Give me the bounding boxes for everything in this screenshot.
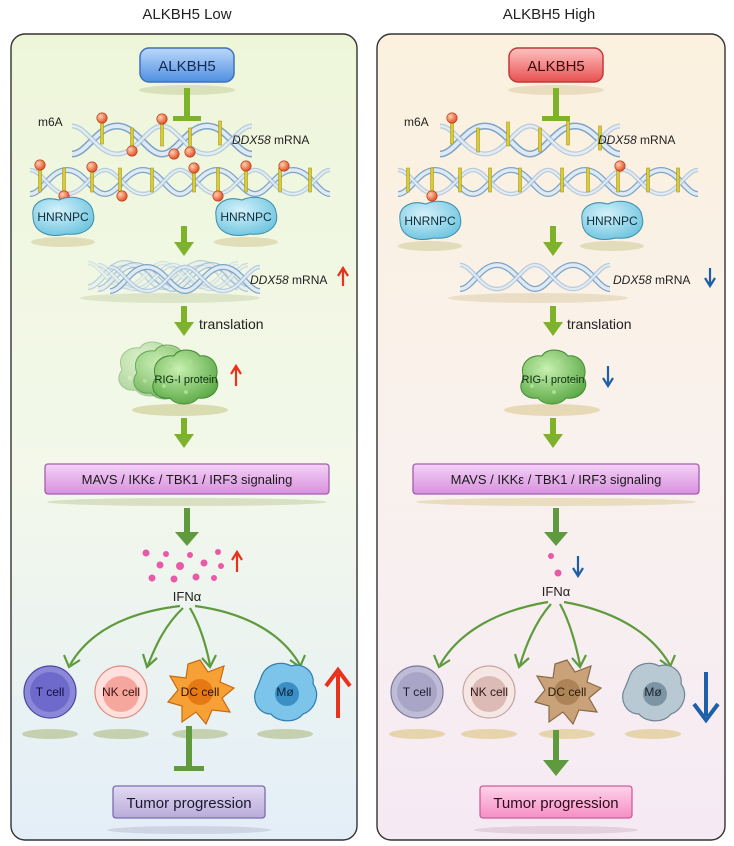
hnrnpc-protein-right-low: HNRNPC — [213, 196, 279, 248]
panel-title-high: ALKBH5 High — [502, 6, 596, 23]
t-cell-high: T cell — [389, 665, 445, 739]
mrna-stabilized-low — [80, 263, 260, 303]
svg-text:NK cell: NK cell — [470, 685, 508, 699]
m6a-label-low: m6A — [38, 115, 63, 129]
svg-text:T cell: T cell — [403, 685, 431, 699]
t-cell-low: T cell — [22, 665, 78, 739]
svg-text:HNRNPC: HNRNPC — [586, 214, 638, 228]
inhibition-icon — [174, 726, 204, 771]
outcome-box-low — [112, 785, 266, 819]
ifn-label-low: IFNα — [173, 589, 202, 604]
down-arrow-icon — [602, 366, 614, 389]
rig-i-protein-high: RIG-I protein — [504, 349, 600, 416]
svg-text:RIG-I protein: RIG-I protein — [522, 374, 585, 386]
enzyme-label-high: ALKBH5 — [527, 58, 585, 75]
branch-arrows-high — [432, 600, 677, 669]
arrow-icon — [175, 508, 199, 546]
macrophage-high: Mø — [622, 662, 686, 739]
down-arrow-icon — [692, 672, 720, 724]
outcome-label-high: Tumor progression — [493, 795, 618, 812]
panel-low: ALKBH5 m6A DDX58 mRNA — [10, 33, 358, 841]
svg-text:HNRNPC: HNRNPC — [404, 214, 456, 228]
mrna-degraded-high — [448, 265, 628, 303]
panel-high: ALKBH5 m6A DDX58 mRNA — [376, 33, 726, 841]
svg-text:DC cell: DC cell — [548, 685, 587, 699]
nk-cell-high: NK cell — [461, 665, 517, 739]
mrna-label-mid-low: DDX58 mRNA — [250, 273, 327, 287]
svg-text:HNRNPC: HNRNPC — [220, 210, 272, 224]
m6a-label-high: m6A — [404, 115, 429, 129]
outcome-label-low: Tumor progression — [126, 795, 251, 812]
panel-title-low: ALKBH5 Low — [142, 6, 232, 23]
signaling-label-high: MAVS / IKKε / TBK1 / IRF3 signaling — [451, 472, 662, 487]
svg-text:Mø: Mø — [644, 685, 662, 699]
ifn-molecules-low — [142, 549, 224, 583]
mrna-label-top-high: DDX58 mRNA — [598, 133, 675, 147]
inhibition-icon — [173, 88, 201, 121]
hnrnpc-protein-right-high: HNRNPC — [579, 200, 645, 252]
enzyme-label-low: ALKBH5 — [158, 58, 216, 75]
inhibition-icon — [542, 88, 570, 121]
translation-label-low: translation — [199, 316, 264, 332]
svg-text:T cell: T cell — [36, 685, 64, 699]
down-arrow-icon — [572, 556, 584, 579]
ifn-molecules-high — [548, 553, 562, 577]
svg-text:NK cell: NK cell — [102, 685, 140, 699]
up-arrow-icon — [337, 265, 349, 286]
down-arrow-icon — [704, 268, 716, 289]
arrow-icon — [543, 730, 569, 776]
enzyme-box-high — [508, 47, 604, 83]
up-arrow-icon — [231, 549, 243, 572]
svg-text:Mø: Mø — [276, 685, 294, 699]
svg-text:HNRNPC: HNRNPC — [37, 210, 89, 224]
enzyme-box-low — [139, 47, 235, 83]
macrophage-low: Mø — [254, 662, 318, 739]
up-arrow-icon — [230, 363, 242, 386]
outcome-box-high — [479, 785, 633, 819]
up-arrow-icon — [324, 666, 352, 718]
translation-label-high: translation — [567, 316, 632, 332]
svg-text:RIG-I protein: RIG-I protein — [155, 374, 218, 386]
signaling-box-high — [412, 463, 700, 495]
branch-arrows-low — [62, 604, 307, 669]
dc-cell-low: DC cell — [166, 659, 236, 739]
nk-cell-low: NK cell — [93, 665, 149, 739]
signaling-label-low: MAVS / IKKε / TBK1 / IRF3 signaling — [82, 472, 293, 487]
arrow-icon — [544, 508, 568, 546]
hnrnpc-protein-left-low: HNRNPC — [30, 196, 96, 248]
hnrnpc-protein-left-high: HNRNPC — [397, 200, 463, 252]
signaling-box-low — [44, 463, 330, 495]
rig-i-protein-low: RIG-I protein — [118, 341, 228, 416]
mrna-label-mid-high: DDX58 mRNA — [613, 273, 690, 287]
svg-text:DC cell: DC cell — [181, 685, 220, 699]
ifn-label-high: IFNα — [542, 584, 571, 599]
mrna-label-top-low: DDX58 mRNA — [232, 133, 309, 147]
